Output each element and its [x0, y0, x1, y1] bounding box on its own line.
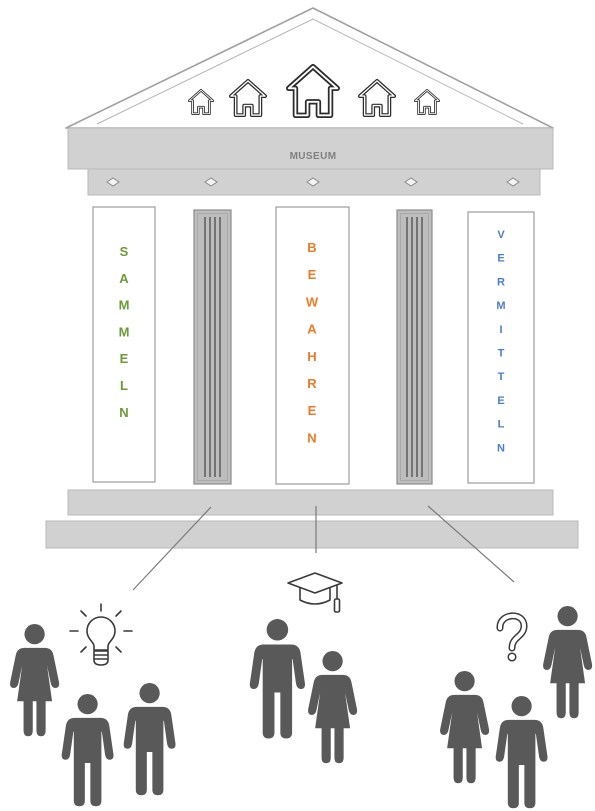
- cap-tassel: [333, 598, 341, 613]
- light-ray: [80, 610, 87, 617]
- entablature: MUSEUM: [67, 127, 554, 196]
- pillar-letter: B: [307, 240, 316, 255]
- woman-icon: [440, 671, 490, 784]
- pillar-letter: N: [307, 430, 316, 445]
- graduation-cap-icon: [287, 572, 343, 613]
- frieze-diamond: [506, 177, 520, 187]
- bulb-glass: [86, 616, 116, 651]
- question-hook-fill: [498, 613, 526, 650]
- lower-step: [45, 520, 579, 549]
- light-ray: [115, 610, 122, 617]
- pillar-letter: R: [497, 276, 505, 288]
- fluted-shaft: [193, 209, 232, 485]
- pediment-inner-line: [96, 18, 524, 125]
- pillar-letter: A: [119, 271, 129, 286]
- museum-label: MUSEUM: [290, 151, 337, 162]
- pillar-letter: M: [496, 300, 505, 312]
- pillar-letter: I: [499, 324, 502, 336]
- pillar-letter: E: [308, 403, 317, 418]
- man-icon: [61, 694, 114, 807]
- man-icon: [495, 696, 548, 809]
- connector-line-left: [132, 506, 212, 591]
- pillar-letter: E: [308, 267, 317, 282]
- architrave-band: [67, 127, 554, 170]
- pillar-letter: S: [120, 244, 129, 259]
- pillar-letter: H: [307, 349, 316, 364]
- frieze-diamond: [204, 177, 218, 187]
- pillar-letter: E: [497, 253, 504, 265]
- woman-icon: [10, 624, 60, 737]
- woman-icon: [543, 606, 593, 719]
- frieze-diamond: [404, 177, 418, 187]
- pillar-letter: E: [497, 395, 504, 407]
- connectors: [132, 505, 515, 591]
- pillar-letter: L: [120, 378, 128, 393]
- audience-group-left: [10, 624, 176, 807]
- pediment: [65, 7, 554, 129]
- cap-crown: [299, 587, 331, 605]
- pillar-shaft: [92, 206, 156, 483]
- pillar-letter: V: [497, 229, 505, 241]
- light-ray: [80, 646, 87, 653]
- pillar-letter: A: [307, 322, 317, 337]
- fluted-shaft: [396, 209, 433, 485]
- fluted-column-right: [396, 209, 433, 485]
- pillar-letter: N: [119, 405, 128, 420]
- bulb-base: [93, 650, 109, 666]
- man-icon: [123, 683, 176, 796]
- stylobate: [45, 489, 579, 549]
- pillar-shaft: [275, 206, 350, 485]
- upper-step: [67, 489, 554, 516]
- question-mark-icon: [496, 612, 528, 662]
- light-ray: [115, 646, 122, 653]
- fluted-border: [197, 213, 228, 481]
- man-icon: [249, 619, 306, 739]
- lightbulb-icon: [69, 603, 133, 666]
- pillar-letter: M: [119, 298, 130, 313]
- frieze-diamond: [106, 177, 120, 187]
- connector-line-right: [427, 505, 515, 583]
- pillar-letter: R: [307, 376, 317, 391]
- pillar-letter: M: [119, 324, 130, 339]
- fluted-column-left: [193, 209, 232, 485]
- pillar-letter: T: [498, 371, 505, 383]
- fluted-border: [400, 213, 429, 481]
- pillar-letter: L: [498, 419, 505, 431]
- woman-icon: [308, 651, 358, 764]
- frieze-diamond: [306, 177, 320, 187]
- pillar-letter: T: [498, 348, 505, 360]
- pillar-letter: E: [120, 351, 129, 366]
- question-dot: [507, 652, 517, 662]
- pillar-letter: N: [497, 442, 505, 454]
- cap-board: [287, 572, 343, 594]
- audience-group-middle: [249, 619, 358, 764]
- pillar-letter: W: [306, 294, 319, 309]
- pillar-shaft: [467, 211, 535, 484]
